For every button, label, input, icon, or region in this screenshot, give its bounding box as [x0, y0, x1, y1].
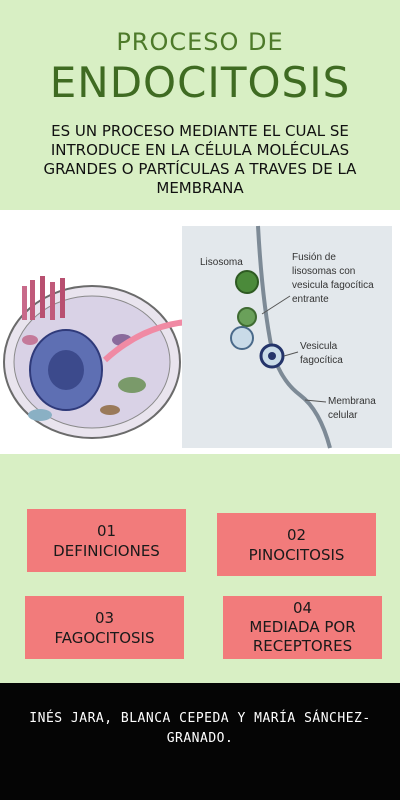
card-pinocitosis[interactable]: 02 PINOCITOSIS: [217, 513, 376, 576]
label-vesicula-1: Vesicula: [300, 341, 338, 352]
intro-text: ES UN PROCESO MEDIANTE EL CUAL SE INTROD…: [43, 122, 357, 197]
card-label: MEDIADA POR RECEPTORES: [249, 618, 356, 655]
label-fusion-1: Fusión de: [292, 252, 336, 263]
card-number: 02: [286, 525, 307, 544]
authors: INÉS JARA, BLANCA CEPEDA Y MARÍA SÁNCHEZ…: [29, 711, 371, 746]
fusing-lysosome: [237, 307, 257, 327]
card-number: 01: [96, 521, 117, 540]
label-fusion-3: vesicula fagocítica: [292, 280, 374, 291]
card-number: 04: [292, 599, 313, 617]
card-label: FAGOCITOSIS: [54, 628, 155, 647]
card-label: PINOCITOSIS: [248, 545, 345, 564]
label-vesicula-2: fagocítica: [300, 355, 343, 366]
zoom-panel: [182, 226, 392, 448]
label-fusion-2: lisosomas con: [292, 266, 355, 277]
label-fusion-4: entrante: [292, 294, 329, 305]
card-mediada-por-receptores[interactable]: 04 MEDIADA POR RECEPTORES: [223, 596, 382, 659]
label-lisosoma: Lisosoma: [200, 257, 243, 268]
title-line-1: PROCESO DE: [116, 28, 284, 56]
fusing-vesicle: [230, 326, 254, 350]
card-definiciones[interactable]: 01 DEFINICIONES: [27, 509, 186, 572]
card-label: DEFINICIONES: [53, 541, 160, 560]
label-membrana-1: Membrana: [328, 396, 376, 407]
footer: INÉS JARA, BLANCA CEPEDA Y MARÍA SÁNCHEZ…: [0, 683, 400, 800]
cell-drawing: [3, 276, 181, 439]
endocytosis-diagram: Lisosoma Fusión de lisosomas con vesicul…: [3, 225, 392, 449]
page-title: ENDOCITOSIS: [49, 58, 351, 107]
label-membrana-2: celular: [328, 410, 358, 421]
card-fagocitosis[interactable]: 03 FAGOCITOSIS: [25, 596, 184, 659]
endocytosis-illustration: Lisosoma Fusión de lisosomas con vesicul…: [0, 210, 400, 454]
lysosome: [235, 270, 259, 294]
card-number: 03: [94, 608, 115, 627]
